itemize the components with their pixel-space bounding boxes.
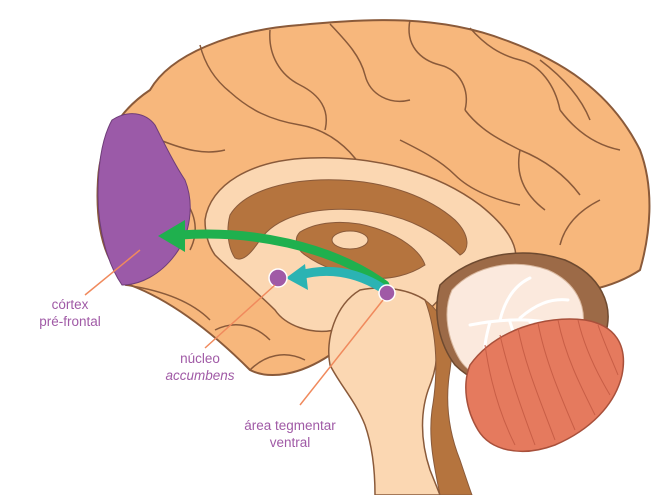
accumbens-label-line2: accumbens	[145, 367, 255, 384]
vta-label-line2: ventral	[220, 434, 360, 451]
accumbens-label-line1: núcleo	[145, 350, 255, 367]
prefrontal-label-line1: córtex	[30, 296, 110, 313]
nucleus-accumbens-dot	[269, 269, 287, 287]
ventral-tegmental-area-dot	[379, 285, 395, 301]
ventral-tegmental-area-label: área tegmentar ventral	[220, 417, 360, 451]
nucleus-accumbens-label: núcleo accumbens	[145, 350, 255, 384]
brainstem	[329, 288, 440, 495]
prefrontal-label-line2: pré-frontal	[30, 313, 110, 330]
inner-light-oval	[332, 231, 368, 249]
vta-label-line1: área tegmentar	[220, 417, 360, 434]
prefrontal-cortex-label: córtex pré-frontal	[30, 296, 110, 330]
